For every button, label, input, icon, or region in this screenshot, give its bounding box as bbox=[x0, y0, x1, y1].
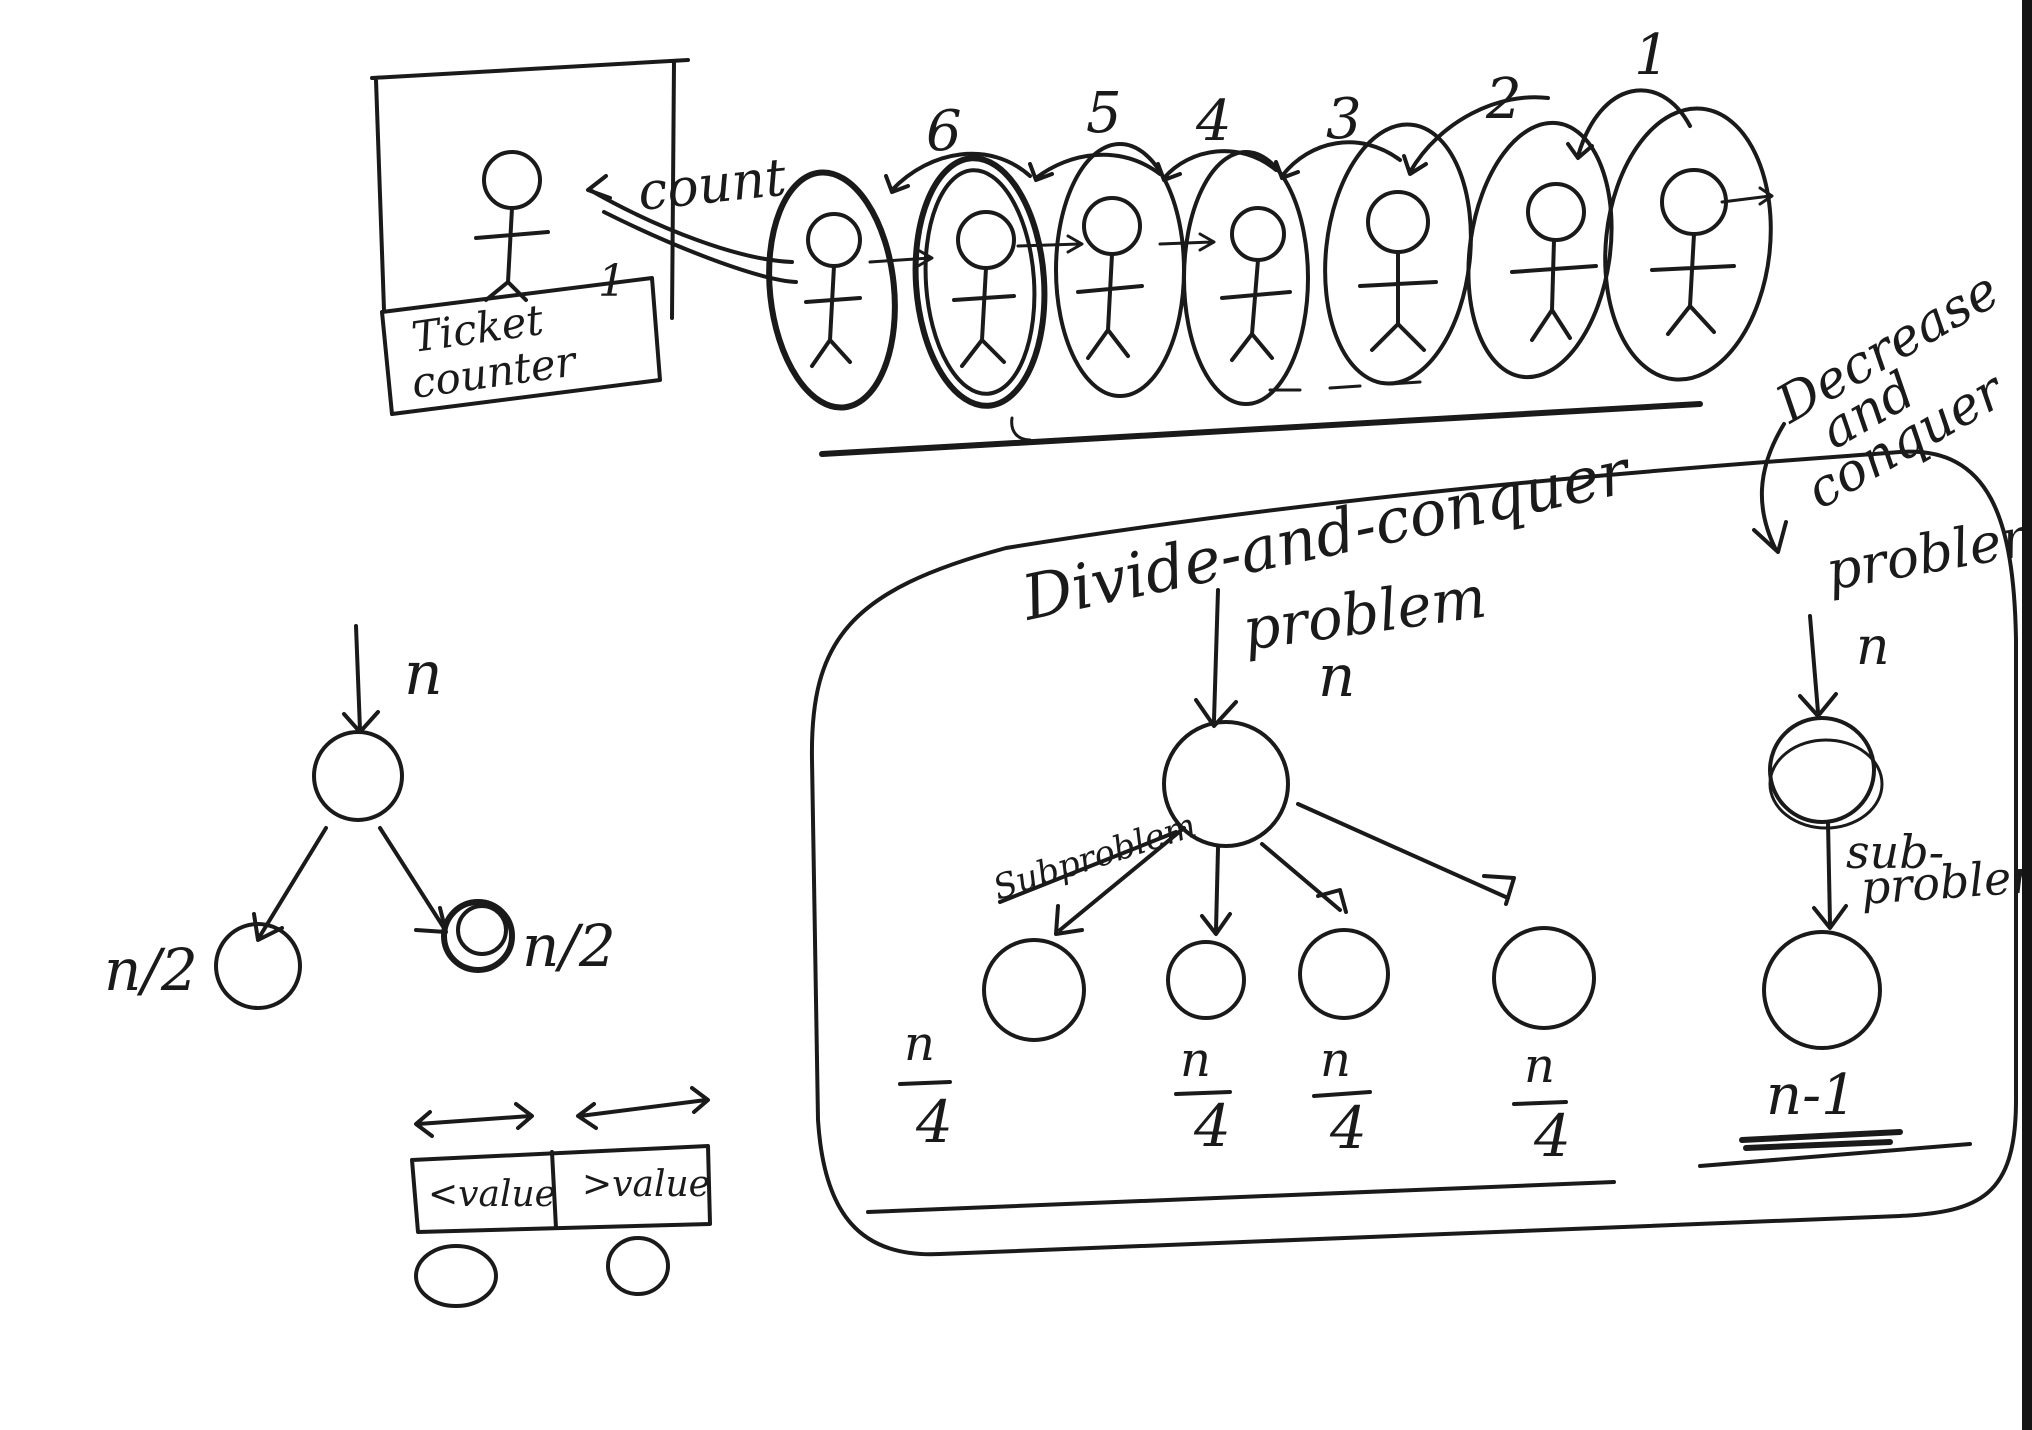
screen-edge bbox=[2022, 0, 2032, 1430]
comparison-box bbox=[809, 449, 2018, 1257]
root-node bbox=[312, 730, 404, 822]
hop-number-4: 4 bbox=[1195, 89, 1232, 154]
partition-left-node bbox=[414, 1244, 498, 1308]
person-1 bbox=[766, 169, 898, 411]
left-child-label: n/2 bbox=[104, 936, 198, 1004]
hop-arcs bbox=[884, 88, 1692, 194]
counter-desk bbox=[380, 276, 662, 416]
dc-child-4-den: 4 bbox=[1533, 1102, 1571, 1170]
partition-right-node bbox=[606, 1236, 670, 1296]
decrease-input-arrow bbox=[1798, 614, 1838, 718]
dc-child-node-1 bbox=[982, 938, 1086, 1042]
partition-left-label: <value bbox=[428, 1174, 556, 1215]
count-label: count bbox=[635, 148, 789, 223]
hop-number-6: 6 bbox=[926, 99, 962, 164]
dc-child-node-2 bbox=[1166, 940, 1246, 1020]
partition-diagram: <value >value bbox=[410, 1086, 712, 1308]
decrease-n-label: n bbox=[1856, 617, 1890, 677]
hop-number-3: 3 bbox=[1326, 87, 1362, 152]
dc-child-node-4 bbox=[1492, 926, 1596, 1030]
dc-child-1-num: n bbox=[904, 1016, 935, 1072]
dc-child-3-num: n bbox=[1320, 1032, 1351, 1088]
binary-split-tree: n n/2 n/2 bbox=[104, 624, 616, 1010]
top-n-label: n bbox=[404, 639, 443, 709]
problem-input-arrow bbox=[1194, 588, 1238, 728]
decrease-child-node bbox=[1762, 930, 1882, 1050]
dc-base-line bbox=[866, 1180, 1616, 1214]
decrease-problem-label: problem bbox=[1821, 501, 2032, 603]
hop-number-2: 2 bbox=[1485, 67, 1522, 132]
dc-child-3-den: 4 bbox=[1329, 1094, 1367, 1162]
clerk-figure bbox=[474, 150, 550, 302]
dc-child-4-num: n bbox=[1524, 1038, 1555, 1094]
hop-number-1: 1 bbox=[1634, 23, 1670, 88]
decrease-base-line bbox=[1698, 1142, 1972, 1168]
dc-root-node bbox=[1162, 720, 1290, 848]
dc-child-node-3 bbox=[1298, 928, 1390, 1020]
decrease-pointer-arrow bbox=[1752, 422, 1788, 554]
right-child-label: n/2 bbox=[522, 912, 616, 980]
dc-child-1-den: 4 bbox=[915, 1088, 953, 1156]
person-7 bbox=[1603, 106, 1774, 382]
ticket-counter: Ticket counter 1 bbox=[370, 58, 690, 416]
hop-number-5: 5 bbox=[1086, 81, 1122, 146]
queue-base-line bbox=[819, 401, 1703, 457]
dc-child-2-num: n bbox=[1180, 1032, 1211, 1088]
person-6 bbox=[1466, 120, 1614, 380]
input-arrow bbox=[342, 624, 380, 734]
person-4 bbox=[1182, 150, 1310, 406]
right-child-node bbox=[441, 899, 515, 973]
decrease-sub-line2: problem bbox=[1859, 848, 2032, 915]
partition-box bbox=[410, 1144, 712, 1234]
counter-number: 1 bbox=[598, 256, 626, 307]
people-queue: 6 5 4 3 2 1 bbox=[766, 23, 1774, 457]
decrease-result-label: n-1 bbox=[1766, 1063, 1857, 1128]
divide-and-conquer-tree: Divide-and-conquer problem n Subproblem … bbox=[866, 434, 1638, 1214]
decrease-and-conquer-tree: Decrease and conquer problem n sub- prob… bbox=[1698, 260, 2032, 1168]
dc-n-label: n bbox=[1318, 642, 1355, 710]
left-child-node bbox=[214, 922, 302, 1010]
dc-child-2-den: 4 bbox=[1193, 1092, 1231, 1160]
person-2 bbox=[912, 155, 1048, 409]
decrease-root-node bbox=[1768, 716, 1876, 824]
partition-right-label: >value bbox=[582, 1164, 710, 1205]
decrease-sub-line1: sub- bbox=[1846, 825, 1944, 879]
